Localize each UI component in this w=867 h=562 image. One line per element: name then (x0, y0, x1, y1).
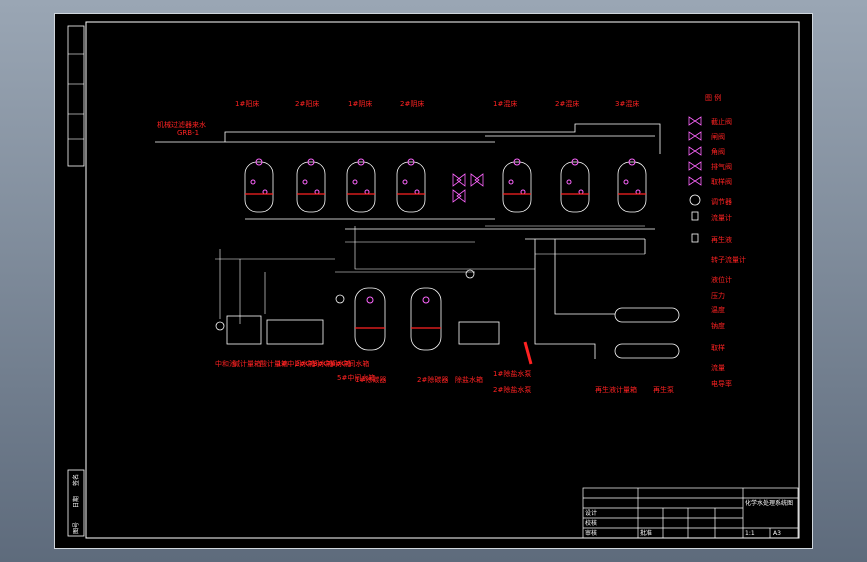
legend-item: 电导率 (711, 379, 732, 388)
legend-item: 液位计 (711, 275, 732, 284)
left-strip-text: 图号 (73, 522, 80, 534)
bottom-label: 酸计量箱 (260, 359, 288, 368)
top-unit-label: 2#阳床 (295, 99, 319, 108)
legend-item: 压力 (711, 291, 725, 300)
legend-item: 转子流量计 (711, 255, 746, 264)
bottom-label: 4#中间水箱 (331, 359, 369, 368)
top-unit-label: 1#混床 (493, 99, 517, 108)
legend-item: 取样 (711, 343, 725, 352)
title-row: 校核 (585, 519, 597, 527)
top-unit-label: 2#混床 (555, 99, 579, 108)
source-code: GRB-1 (177, 129, 199, 137)
tank (266, 319, 324, 345)
legend-item: 取样阀 (711, 177, 732, 186)
bottom-right-label: 再生液计量箱 (595, 385, 637, 394)
legend-item: 调节器 (711, 197, 732, 206)
legend-item: 排气阀 (711, 162, 732, 171)
drawing-border (85, 21, 800, 539)
title-row: 审核 (585, 529, 597, 537)
legend-item: 流量计 (711, 213, 732, 222)
tank (226, 315, 262, 345)
top-unit-label: 2#阴床 (400, 99, 424, 108)
bottom-label: 除盐水箱 (455, 375, 483, 384)
title-block (582, 487, 799, 539)
legend-item: 再生液 (711, 235, 732, 244)
drawing-sheet: 图号 日期 签名 机械过滤器来水 GRB-1 1#阳床 2#阳床 1#阴床 2#… (54, 13, 813, 549)
mid-unit-label: 2#除碳器 (417, 375, 448, 384)
legend-item: 流量 (711, 363, 725, 372)
left-signature-strip (67, 469, 85, 537)
bottom-label: 2#除盐水泵 (493, 385, 531, 394)
source-label: 机械过滤器来水 (157, 120, 206, 129)
legend-item: 截止阀 (711, 117, 732, 126)
title-row: 批准 (640, 529, 652, 537)
top-unit-label: 3#混床 (615, 99, 639, 108)
legend-item: 温度 (711, 305, 725, 314)
legend-title: 图 例 (705, 93, 721, 102)
tank (458, 321, 500, 345)
valve-cluster (452, 173, 484, 203)
top-unit-label: 1#阴床 (348, 99, 372, 108)
title-sheet: A3 (773, 530, 781, 537)
top-unit-label: 1#阳床 (235, 99, 259, 108)
bottom-label: 中和池 (215, 359, 236, 368)
bottom-right-label: 再生泵 (653, 385, 674, 394)
bottom-label: 碱计量箱 (233, 359, 261, 368)
vessel-group (244, 158, 647, 213)
title-text: 化学水处理系统图 (745, 499, 793, 507)
title-scale: 1:1 (745, 530, 755, 537)
bottom-label: 1#除盐水泵 (493, 369, 531, 378)
legend: 图 例 截止阀 闸阀 角阀 排气阀 取样阀 调节器 流量计 再生液 转子流量计 … (688, 93, 746, 388)
bottom-label: 5#中间水箱 (337, 373, 375, 382)
mid-unit-label: 1#除碳器 (355, 375, 386, 384)
legend-item: 角阀 (711, 147, 725, 156)
title-row: 设计 (585, 509, 597, 517)
legend-item: 闸阀 (711, 132, 725, 141)
left-strip-text: 日期 (72, 496, 80, 508)
bottom-label: 2#中间水箱 (295, 359, 333, 368)
left-strip-text: 签名 (72, 474, 80, 486)
tank (614, 307, 680, 323)
tank (614, 343, 680, 359)
legend-item: 钠度 (711, 321, 725, 330)
process-diagram: 图号 日期 签名 机械过滤器来水 GRB-1 1#阳床 2#阳床 1#阴床 2#… (67, 21, 800, 539)
bottom-label: 1#中间水箱 (277, 359, 315, 368)
left-revision-strip (67, 25, 85, 167)
bottom-label: 3#中间水箱 (313, 359, 351, 368)
